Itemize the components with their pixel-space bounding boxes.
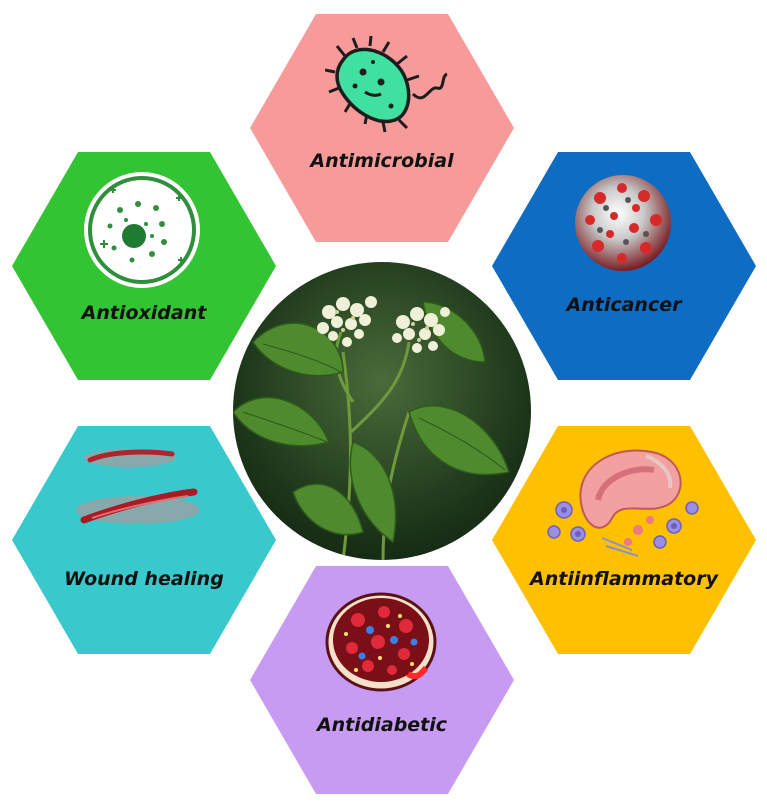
inflamed-tissue-icon xyxy=(547,449,699,557)
wound-healing-label: Wound healing xyxy=(64,568,224,590)
antimicrobial-label: Antimicrobial xyxy=(310,150,454,172)
bacterium-icon xyxy=(325,36,448,133)
anticancer-label: Anticancer xyxy=(566,294,682,316)
hex-anticancer: Anticancer xyxy=(492,152,756,380)
wound-icon xyxy=(76,449,200,524)
hex-antioxidant: Antioxidant xyxy=(12,152,276,380)
hex-antiinflammatory: Antiinflammatory xyxy=(492,426,756,654)
hex-antimicrobial: Antimicrobial xyxy=(250,14,514,242)
blood-vessel-icon xyxy=(325,592,437,692)
hex-wound-healing: Wound healing xyxy=(12,426,276,654)
hex-antidiabetic: Antidiabetic xyxy=(250,566,514,794)
cell-icon xyxy=(84,172,200,288)
flowering-plant-photo xyxy=(233,262,531,560)
antiinflammatory-label: Antiinflammatory xyxy=(530,568,718,590)
antioxidant-label: Antioxidant xyxy=(81,302,207,324)
antidiabetic-label: Antidiabetic xyxy=(316,714,448,736)
cancer-cell-icon xyxy=(575,175,671,271)
